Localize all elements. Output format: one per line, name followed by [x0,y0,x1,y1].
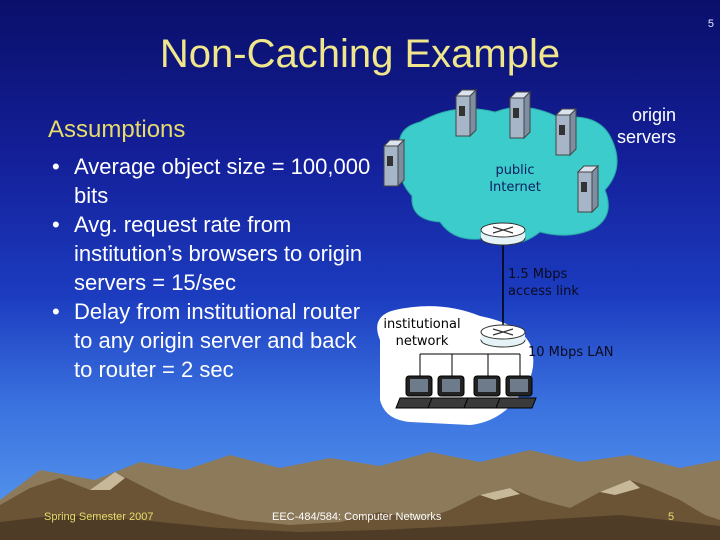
public-internet-label: public Internet [489,163,541,195]
bullet-item: Avg. request rate from institution’s bro… [52,210,372,297]
slide-number-top: 5 [707,18,714,30]
bullet-item: Average object size = 100,000 bits [52,152,372,210]
bullet-item: Delay from institutional router to any o… [52,297,372,384]
client-computer-1 [395,375,437,409]
foreground-hills [0,515,720,540]
client-computer-2 [427,375,469,409]
footer-course: EEC-484/584: Computer Networks [272,511,442,523]
lan-label: 10 Mbps LAN [528,345,614,360]
access-link-label: 1.5 Mbps access link [508,267,579,299]
origin-servers-label: origin servers [616,105,676,147]
origin-server-1 [454,88,478,138]
origin-server-2 [508,90,532,140]
footer-date: Spring Semester 2007 [44,511,154,523]
origin-server-4 [382,138,406,188]
institutional-router [480,324,526,348]
slide-title: Non-Caching Example [159,32,561,76]
client-computer-3 [463,375,505,409]
institutional-network-label: institutional network [383,317,461,349]
assumptions-heading: Assumptions [48,116,186,143]
mountain-highlights [90,472,640,500]
origin-server-3 [554,107,578,157]
footer-page-number: 5 [668,511,675,523]
origin-server-5 [576,164,600,214]
assumptions-list: Average object size = 100,000 bits Avg. … [52,152,372,384]
client-computer-4 [495,375,537,409]
internet-router [480,222,526,246]
